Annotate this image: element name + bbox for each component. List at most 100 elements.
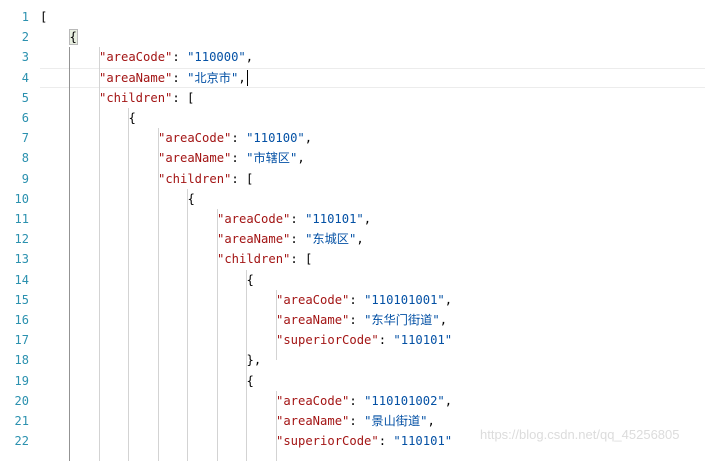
code-text: "areaCode": "110100", [158, 128, 312, 148]
line-number: 10 [14, 191, 29, 206]
json-punctuation: { [246, 272, 254, 287]
indent-guide [216, 209, 218, 461]
json-string: "110000" [187, 50, 246, 65]
json-punctuation: , [356, 232, 364, 247]
json-punctuation: : [378, 434, 394, 449]
line-number: 4 [21, 70, 29, 85]
json-punctuation: { [128, 111, 136, 125]
indent-guide [187, 188, 188, 461]
code-line[interactable]: 3 "areaCode": "110000", [0, 47, 709, 67]
code-line[interactable]: 13"children": [ [0, 249, 709, 269]
json-key: "areaName" [99, 70, 173, 85]
json-key: "superiorCode" [276, 333, 379, 348]
matched-bracket: { [68, 29, 78, 46]
json-key: "areaName" [276, 414, 350, 428]
indent-guide [275, 289, 277, 361]
code-line[interactable]: 18}, [0, 350, 709, 370]
json-punctuation: : [349, 414, 365, 428]
json-string: "市辖区" [246, 151, 298, 166]
json-key: "children" [99, 90, 173, 105]
line-number: 3 [21, 50, 29, 65]
json-key: "areaCode" [99, 50, 173, 65]
json-key: "areaCode" [276, 393, 350, 408]
code-text: { [129, 108, 136, 128]
json-key: "areaCode" [158, 131, 232, 146]
json-punctuation: { [187, 191, 195, 206]
code-line[interactable]: 14 { [0, 270, 709, 290]
line-number: 2 [21, 30, 29, 45]
code-line[interactable]: 22"superiorCode": "110101" [0, 431, 709, 451]
indent-guide [246, 269, 247, 461]
line-number: 7 [21, 131, 29, 146]
indent-guide [128, 108, 129, 461]
json-key: "superiorCode" [276, 434, 379, 449]
line-number: 18 [14, 353, 29, 368]
text-cursor [246, 70, 248, 87]
line-number: 15 [14, 292, 29, 307]
json-punctuation: , [297, 151, 305, 166]
line-number: 19 [14, 373, 29, 388]
json-key: "areaName" [276, 313, 350, 327]
code-line[interactable]: 4"areaName": "北京市", [0, 67, 709, 88]
code-line[interactable]: 15"areaCode": "110101001", [0, 290, 709, 310]
json-key: "children" [158, 171, 232, 186]
code-line[interactable]: 12"areaName": "东城区", [0, 229, 709, 249]
code-text: "areaCode": "110000", [99, 47, 253, 67]
json-string: "东华门街道" [364, 313, 440, 327]
code-text: "areaName": "市辖区", [158, 148, 305, 168]
line-number: 5 [21, 90, 29, 105]
json-punctuation: : [172, 70, 188, 85]
line-number: 22 [14, 434, 29, 449]
json-string: "东城区" [305, 232, 357, 247]
code-line[interactable]: 17 "superiorCode": "110101" [0, 330, 709, 350]
line-number: 21 [14, 414, 29, 428]
code-text: "areaName": "东华门街道", [276, 310, 447, 330]
json-punctuation: , [245, 50, 254, 65]
code-text: [ [40, 7, 47, 27]
json-punctuation: : [290, 212, 306, 226]
code-line[interactable]: 10 { [0, 189, 709, 209]
code-line[interactable]: 16"areaName": "东华门街道", [0, 310, 709, 330]
json-punctuation: , [444, 393, 453, 408]
watermark: https://blog.csdn.net/qq_45256805 [480, 427, 680, 442]
code-line[interactable]: 19 { [0, 371, 709, 391]
code-line[interactable]: 5 "children": [ [0, 88, 709, 108]
line-number: 14 [14, 272, 29, 287]
line-number: 6 [21, 111, 29, 125]
code-line[interactable]: 9 "children": [ [0, 169, 709, 189]
line-number: 20 [14, 393, 29, 408]
code-line[interactable]: 8"areaName": "市辖区", [0, 148, 709, 168]
json-punctuation: : [290, 232, 306, 247]
json-key: "areaName" [217, 232, 291, 247]
json-key: "areaCode" [217, 212, 291, 226]
json-punctuation: : [231, 131, 247, 146]
json-punctuation: { [246, 373, 254, 388]
code-line[interactable]: 2{ [0, 27, 709, 47]
line-number: 17 [14, 333, 29, 348]
code-text: "areaName": "东城区", [217, 229, 364, 249]
code-text: "children": [ [217, 249, 312, 269]
json-string: "110101" [305, 212, 364, 226]
code-line[interactable]: 1[ [0, 7, 709, 27]
code-text: "areaName": "景山街道", [276, 411, 435, 431]
code-line[interactable]: 11 "areaCode": "110101", [0, 209, 709, 229]
code-line[interactable]: 7 "areaCode": "110100", [0, 128, 709, 148]
code-line[interactable]: 20"areaCode": "110101002", [0, 391, 709, 411]
code-text: "children": [ [158, 169, 253, 189]
json-punctuation: [ [40, 10, 48, 24]
code-text: { [188, 189, 195, 209]
code-text: "areaCode": "110101", [217, 209, 371, 229]
json-key: "areaName" [158, 151, 232, 166]
code-line[interactable]: 6{ [0, 108, 709, 128]
json-string: "110101002" [364, 393, 445, 408]
code-text: "superiorCode": "110101" [276, 330, 452, 350]
json-string: "110100" [246, 131, 305, 146]
json-string: "景山街道" [364, 414, 428, 428]
json-punctuation: , [439, 313, 448, 327]
code-text: "children": [ [99, 88, 194, 108]
code-line[interactable]: 21 "areaName": "景山街道", [0, 411, 709, 431]
line-number: 11 [14, 212, 29, 226]
line-number: 9 [21, 171, 29, 186]
json-punctuation: : [349, 292, 365, 307]
